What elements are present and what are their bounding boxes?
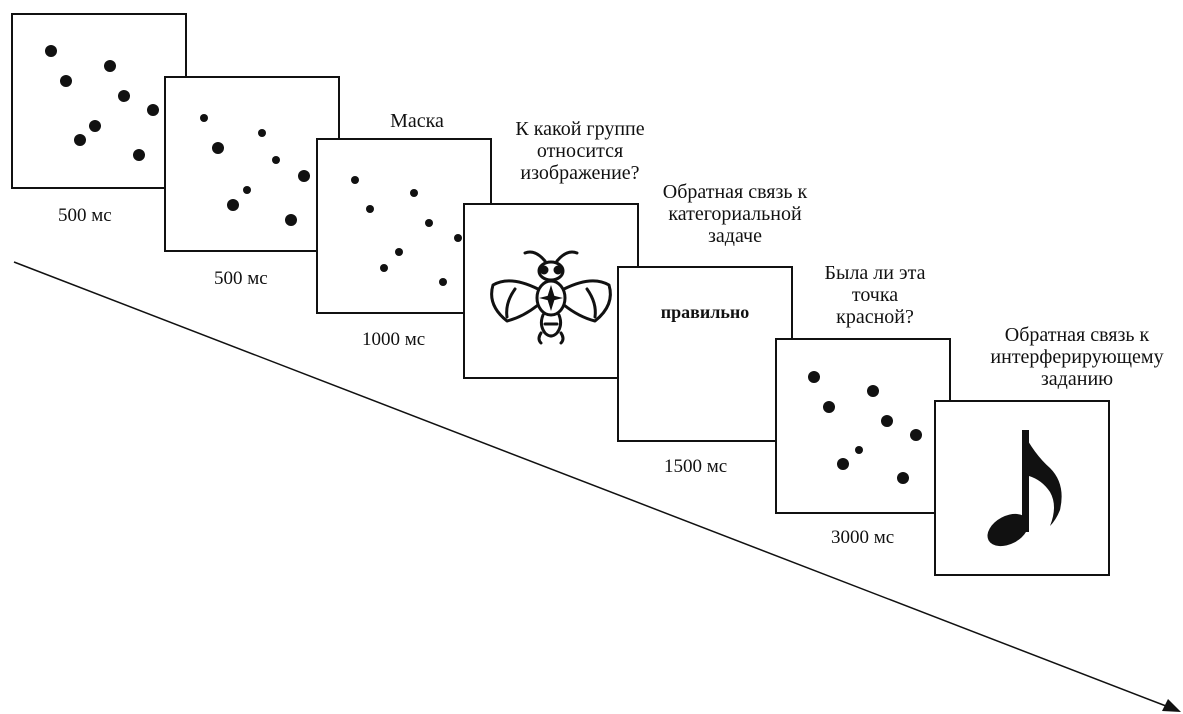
label-line: заданию [1040, 368, 1114, 390]
dot [454, 234, 462, 242]
frame-5-duration: 1500 мс [664, 456, 728, 477]
frame-6-label: Была ли эта точка красной? [790, 262, 960, 328]
fly-icon [490, 250, 612, 345]
dot [366, 205, 374, 213]
feedback-word: правильно [660, 302, 750, 322]
dot [285, 214, 297, 226]
label-line: Обратная связь к [1004, 324, 1150, 346]
frame-7-image [934, 400, 1110, 576]
dot-pattern-3 [351, 176, 462, 286]
frame-6-dots [775, 338, 951, 514]
dot [147, 104, 159, 116]
label-line: красной? [836, 306, 914, 328]
dot [243, 186, 251, 194]
dot [395, 248, 403, 256]
dot [881, 415, 893, 427]
frame-1-dots [11, 13, 187, 189]
label-line: относится [536, 140, 624, 162]
dot-pattern-1 [45, 45, 159, 161]
dot [380, 264, 388, 272]
label-line: Была ли эта [824, 262, 926, 284]
dot [823, 401, 835, 413]
dot [45, 45, 57, 57]
label-line: Обратная связь к [662, 181, 808, 203]
dot [258, 129, 266, 137]
frame-3-duration: 1000 мс [362, 329, 426, 350]
dot [104, 60, 116, 72]
dot [298, 170, 310, 182]
dot [133, 149, 145, 161]
dot [439, 278, 447, 286]
label-line: изображение? [520, 162, 640, 184]
frame-2-duration: 500 мс [214, 268, 268, 289]
frame-6-duration: 3000 мс [831, 527, 895, 548]
dot [425, 219, 433, 227]
frame-7-label: Обратная связь к интерферирующему задани… [972, 324, 1182, 390]
dot [89, 120, 101, 132]
dot [272, 156, 280, 164]
frame-3-label: Маска [390, 110, 444, 132]
dot-pattern-6 [808, 371, 922, 484]
dot [212, 142, 224, 154]
frame-5-feedback: правильно [617, 266, 793, 442]
label-line: категориальной [668, 203, 802, 225]
frame-1-duration: 500 мс [58, 205, 112, 226]
dot [200, 114, 208, 122]
dot [910, 429, 922, 441]
frame-5-label: Обратная связь к категориальной задаче [635, 181, 835, 247]
label-line: задаче [708, 225, 762, 247]
dot [897, 472, 909, 484]
dot [351, 176, 359, 184]
frame-4-image [463, 203, 639, 379]
dot [808, 371, 820, 383]
label-line: точка [851, 284, 899, 306]
dot [118, 90, 130, 102]
label-line: К какой группе [515, 118, 645, 140]
dot [855, 446, 863, 454]
dot-pattern-2 [200, 114, 310, 226]
dot [60, 75, 72, 87]
frame-4-label: К какой группе относится изображение? [470, 118, 690, 184]
dot [74, 134, 86, 146]
dot [867, 385, 879, 397]
frame-2-dots [164, 76, 340, 252]
label-line: интерферирующему [990, 346, 1164, 368]
dot [227, 199, 239, 211]
frame-3-mask [316, 138, 492, 314]
dot [410, 189, 418, 197]
dot [837, 458, 849, 470]
music-note-icon [987, 430, 1062, 547]
